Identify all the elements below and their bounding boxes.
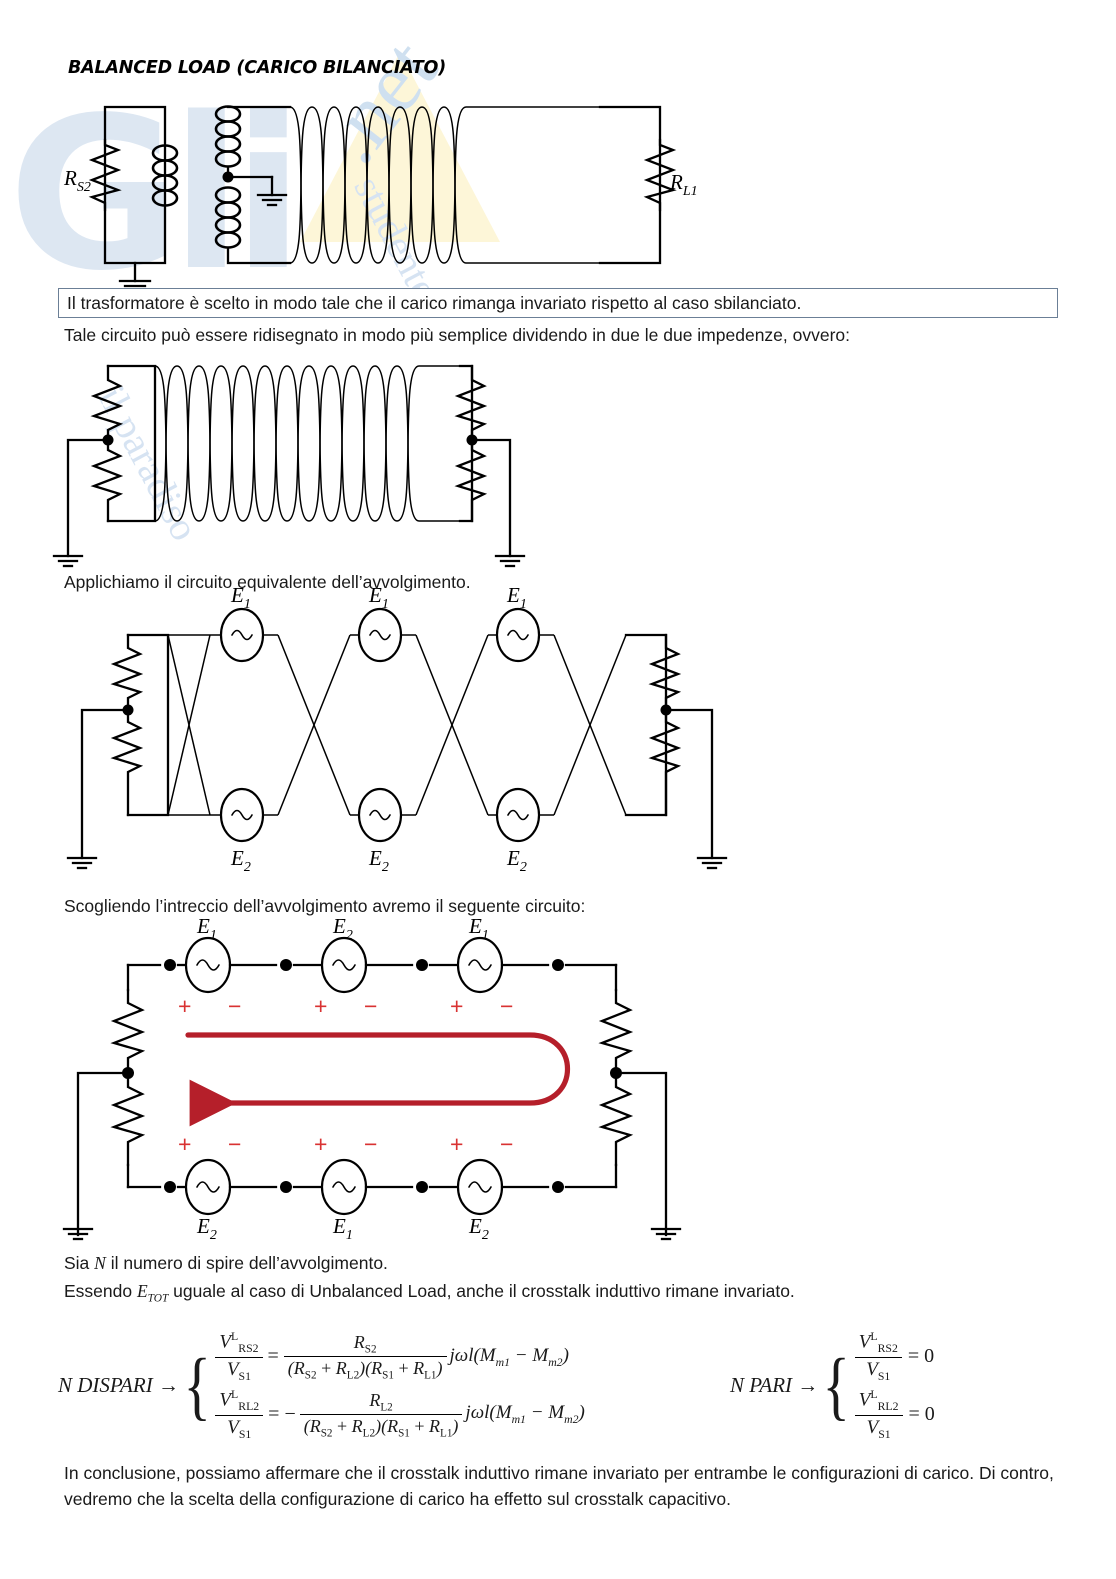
- paragraph-conclusion: In conclusione, possiamo affermare che i…: [64, 1463, 1054, 1510]
- polarity-plus-top-2: +: [314, 993, 328, 1019]
- even1-lhs: VLRS2 VS1: [854, 1330, 902, 1384]
- paragraph-spire-pre: Sia: [64, 1253, 95, 1273]
- odd1-equals: =: [267, 1345, 279, 1368]
- equations-block: N DISPARI → { VLRS2 VS1 = RS2 (RS2 + RL2…: [58, 1316, 1068, 1441]
- even1-rhs: = 0: [907, 1345, 935, 1368]
- odd1-lhs: VLRS2 VS1: [215, 1330, 263, 1384]
- paragraph-spire-post: il numero di spire dell’avvolgimento.: [105, 1253, 388, 1273]
- odd2-equals: =: [268, 1403, 280, 1426]
- paragraph-redraw: Tale circuito può essere ridisegnato in …: [64, 325, 851, 345]
- equation-odd-label: N DISPARI →: [58, 1373, 179, 1398]
- equation-odd-stack: VLRS2 VS1 = RS2 (RS2 + RL2)(RS1 + RL1) j…: [215, 1330, 585, 1442]
- odd1-denominator: (RS2 + RL2)(RS1 + RL1): [287, 1358, 443, 1383]
- polarity-minus-top-1: −: [228, 993, 242, 1019]
- odd2-fraction: RL2 (RS2 + RL2)(RS1 + RL1): [299, 1390, 463, 1440]
- equation-even-stack: VLRS2 VS1 = 0 VLRL2 VS1 = 0: [854, 1330, 935, 1442]
- arrow-odd: →: [157, 1373, 179, 1398]
- arrow-even: →: [797, 1373, 819, 1398]
- polarity-plus-bottom-3: +: [450, 1131, 464, 1157]
- equation-even-2: VLRL2 VS1 = 0: [854, 1388, 935, 1442]
- odd2-tail: jωl(Mm1 − Mm2): [465, 1402, 585, 1427]
- page-title: BALANCED LOAD (CARICO BILANCIATO): [68, 58, 447, 78]
- paragraph-equivalent: Applichiamo il circuito equivalente dell…: [64, 572, 471, 592]
- polarity-plus-top-1: +: [178, 993, 192, 1019]
- polarity-minus-bottom-1: −: [228, 1131, 242, 1157]
- svg-text:E1: E1: [506, 583, 527, 612]
- polarity-minus-bottom-3: −: [500, 1131, 514, 1157]
- odd1-tail: jωl(Mm1 − Mm2): [449, 1344, 569, 1369]
- equation-even-1: VLRS2 VS1 = 0: [854, 1330, 935, 1384]
- paragraph-etot: Essendo ETOT uguale al caso di Unbalance…: [64, 1281, 795, 1305]
- brace-even: {: [822, 1343, 851, 1428]
- even2-rhs: = 0: [908, 1403, 935, 1426]
- polarity-minus-bottom-2: −: [364, 1131, 378, 1157]
- polarity-plus-bottom-2: +: [314, 1131, 328, 1157]
- brace-odd: {: [183, 1343, 211, 1428]
- boxed-note: Il trasformatore è scelto in modo tale c…: [58, 288, 1058, 318]
- svg-text:RS2: RS2: [63, 166, 91, 195]
- odd2-sign: −: [284, 1403, 296, 1426]
- svg-text:E2: E2: [230, 846, 251, 875]
- winding-equivalent-circuit: E1 E1 E1 E2 E2 E2: [60, 583, 760, 890]
- variable-N: N: [94, 1253, 106, 1273]
- equation-group-even: N PARI → { VLRS2 VS1 = 0 VLRL2 VS1: [730, 1330, 935, 1442]
- polarity-plus-top-3: +: [450, 993, 464, 1019]
- svg-text:E2: E2: [368, 846, 389, 875]
- paragraph-etot-post: uguale al caso di Unbalanced Load, anche…: [168, 1281, 795, 1301]
- polarity-minus-top-2: −: [364, 993, 378, 1019]
- circuit4-grounds: [60, 1225, 760, 1255]
- variable-Etot: ETOT: [136, 1281, 169, 1305]
- equation-odd-1: VLRS2 VS1 = RS2 (RS2 + RL2)(RS1 + RL1) j…: [215, 1330, 584, 1384]
- equation-odd-2: VLRL2 VS1 = − RL2 (RS2 + RL2)(RS1 + RL1)…: [215, 1388, 585, 1442]
- equation-group-odd: N DISPARI → { VLRS2 VS1 = RS2 (RS2 + RL2…: [58, 1330, 585, 1442]
- odd1-fraction: RS2 (RS2 + RL2)(RS1 + RL1): [283, 1332, 447, 1383]
- untwisted-winding-circuit: E1 E2 E1 E2 E1 E2 + − + − + − + − + − + …: [60, 914, 760, 1243]
- balanced-load-transformer-circuit: RS2 RL1: [60, 85, 760, 293]
- svg-text:RL1: RL1: [669, 170, 698, 199]
- polarity-plus-bottom-1: +: [178, 1131, 192, 1157]
- equation-even-label: N PARI →: [730, 1373, 819, 1398]
- odd2-denominator: (RS2 + RL2)(RS1 + RL1): [303, 1416, 459, 1440]
- polarity-minus-top-3: −: [500, 993, 514, 1019]
- odd2-lhs: VLRL2 VS1: [215, 1388, 264, 1442]
- paragraph-untwist: Scogliendo l’intreccio dell’avvolgimento…: [64, 896, 586, 916]
- paragraph-spire: Sia N il numero di spire dell’avvolgimen…: [64, 1253, 388, 1274]
- paragraph-etot-pre: Essendo: [64, 1281, 137, 1301]
- split-impedance-twisted-pair-circuit: [52, 358, 600, 573]
- svg-text:E2: E2: [506, 846, 527, 875]
- even2-lhs: VLRL2 VS1: [854, 1388, 903, 1442]
